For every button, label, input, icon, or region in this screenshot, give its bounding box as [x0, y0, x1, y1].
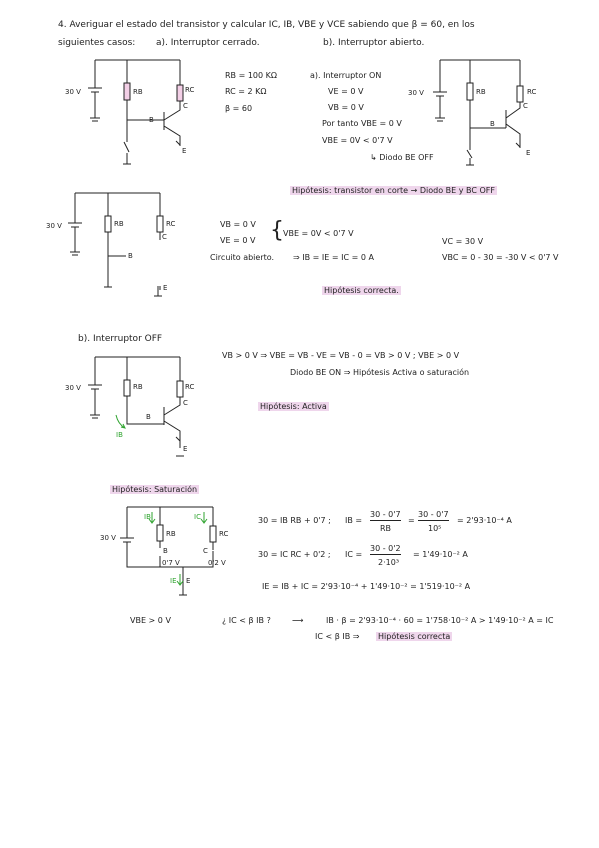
sat-eq1: 30 = IB RB + 0'7 ; [258, 516, 331, 525]
vbe-drop-label: 0'7 V [162, 559, 180, 567]
part-a-vbc: VBC = 0 - 30 = -30 V < 0'7 V [442, 253, 559, 262]
circuit-2 [433, 59, 524, 166]
vce-drop-label: 0'2 V [208, 559, 226, 567]
base-label-3: B [128, 252, 133, 260]
part-b-eq1: VB > 0 V ⇒ VBE = VB - VE = VB - 0 = VB >… [222, 351, 460, 360]
base-label-4: B [146, 413, 151, 421]
sat-eq1-num: 30 - 0'7 [370, 510, 401, 521]
part-a-diodo: ↳ Diodo BE OFF [370, 153, 434, 162]
source-label-4: 30 V [65, 384, 81, 392]
part-a-portanto: Por tanto VBE = 0 V [322, 119, 402, 128]
sat-eq1-num2: 30 - 0'7 [418, 510, 449, 521]
rb-label-4: RB [133, 383, 143, 391]
rc-label-3: RC [166, 220, 176, 228]
problem-statement-line1: 4. Averiguar el estado del transistor y … [58, 20, 475, 30]
collector-label-2: C [523, 102, 528, 110]
source-label-3: 30 V [46, 222, 62, 230]
source-label-1: 30 V [65, 88, 81, 96]
sat-eq3: IE = IB + IC = 2'93·10⁻⁴ + 1'49·10⁻² = 1… [262, 582, 471, 591]
part-b-saturacion: Hipótesis: Saturación [110, 485, 200, 494]
part-a-vbe2: VBE = 0V < 0'7 V [283, 229, 354, 238]
rc-label-5: RC [219, 530, 229, 538]
sat-eq2-num: 30 - 0'2 [370, 544, 401, 555]
case-a-heading: a). Interruptor cerrado. [156, 38, 260, 48]
rb-label-2: RB [476, 88, 486, 96]
collector-label-4: C [183, 399, 188, 407]
check-arrow: ⟶ [292, 616, 304, 625]
sat-eq2-result: = 1'49·10⁻² A [413, 550, 468, 559]
rb-label-1: RB [133, 88, 143, 96]
source-label-5: 30 V [100, 534, 116, 542]
check-question: ¿ IC < β IB ? [222, 616, 271, 625]
emitter-label-4: E [183, 445, 188, 453]
emitter-label-2: E [526, 149, 531, 157]
circuit-3 [68, 192, 164, 297]
sat-eq1-den: RB [380, 524, 392, 533]
part-b-activa: Hipótesis: Activa [258, 402, 329, 411]
problem-statement-line2: siguientes casos: [58, 38, 136, 48]
ib-current-label-2: IB [144, 513, 151, 521]
part-a-vb2: VB = 0 V [220, 220, 256, 229]
ib-current-label: IB [116, 431, 123, 439]
part-a-vc: VC = 30 V [442, 237, 484, 246]
emitter-label-3: E [163, 284, 168, 292]
beta-value: β = 60 [225, 104, 253, 113]
collector-label-1: C [183, 102, 188, 110]
part-b-title: b). Interruptor OFF [78, 334, 163, 344]
part-a-vb: VB = 0 V [328, 103, 364, 112]
collector-label-3: C [162, 233, 167, 241]
case-b-heading: b). Interruptor abierto. [323, 38, 425, 48]
eq1-equals: = [408, 516, 415, 525]
base-label-5: B [163, 547, 168, 555]
circuit-4 [88, 356, 184, 457]
sat-eq2: 30 = IC RC + 0'2 ; [258, 550, 331, 559]
part-a-title: a). Interruptor ON [310, 71, 382, 80]
emitter-label-1: E [182, 147, 187, 155]
part-b-eq2: Diodo BE ON ⇒ Hipótesis Activa o saturac… [290, 368, 470, 377]
part-a-currents: ⇒ IB = IE = IC = 0 A [293, 253, 374, 262]
rc-label-1: RC [185, 86, 195, 94]
sat-eq1-den2: 10⁵ [428, 524, 442, 533]
rb-value: RB = 100 KΩ [225, 71, 278, 80]
circuit-1 [88, 59, 184, 165]
collector-label-5: C [203, 547, 208, 555]
rb-label-3: RB [114, 220, 124, 228]
part-a-ve: VE = 0 V [328, 87, 364, 96]
check-calc: IB · β = 2'93·10⁻⁴ · 60 = 1'758·10⁻² A >… [326, 616, 554, 625]
emitter-label-5: E [186, 577, 191, 585]
part-a-ve2: VE = 0 V [220, 236, 256, 245]
brace: { [270, 218, 284, 243]
rb-label-5: RB [166, 530, 176, 538]
ie-current-label: IE [170, 577, 177, 585]
hipotesis-highlight: Hipótesis: transistor en corte → Diodo B… [290, 186, 497, 195]
part-a-circuito: Circuito abierto. [210, 253, 275, 262]
final-conclusion-hl: Hipótesis correcta [376, 632, 453, 641]
ic-current-label: IC [194, 513, 201, 521]
part-a-correcta: Hipótesis correcta. [322, 286, 401, 295]
sat-eq2-den: 2·10³ [378, 558, 400, 567]
base-label-1: B [149, 116, 154, 124]
sat-eq2-ic: IC = [345, 550, 363, 559]
part-a-hipotesis: Hipótesis: transistor en corte → Diodo B… [290, 185, 497, 196]
final-conclusion: IC < β IB ⇒ [315, 632, 360, 641]
source-label-2: 30 V [408, 89, 424, 97]
rc-label-2: RC [527, 88, 537, 96]
rc-value: RC = 2 KΩ [225, 87, 267, 96]
rc-label-4: RC [185, 383, 195, 391]
base-label-2: B [490, 120, 495, 128]
sat-eq1-result: = 2'93·10⁻⁴ A [457, 516, 512, 525]
vbe-positive: VBE > 0 V [130, 616, 171, 625]
part-a-vbe: VBE = 0V < 0'7 V [322, 136, 393, 145]
sat-eq1-ib: IB = [345, 516, 363, 525]
